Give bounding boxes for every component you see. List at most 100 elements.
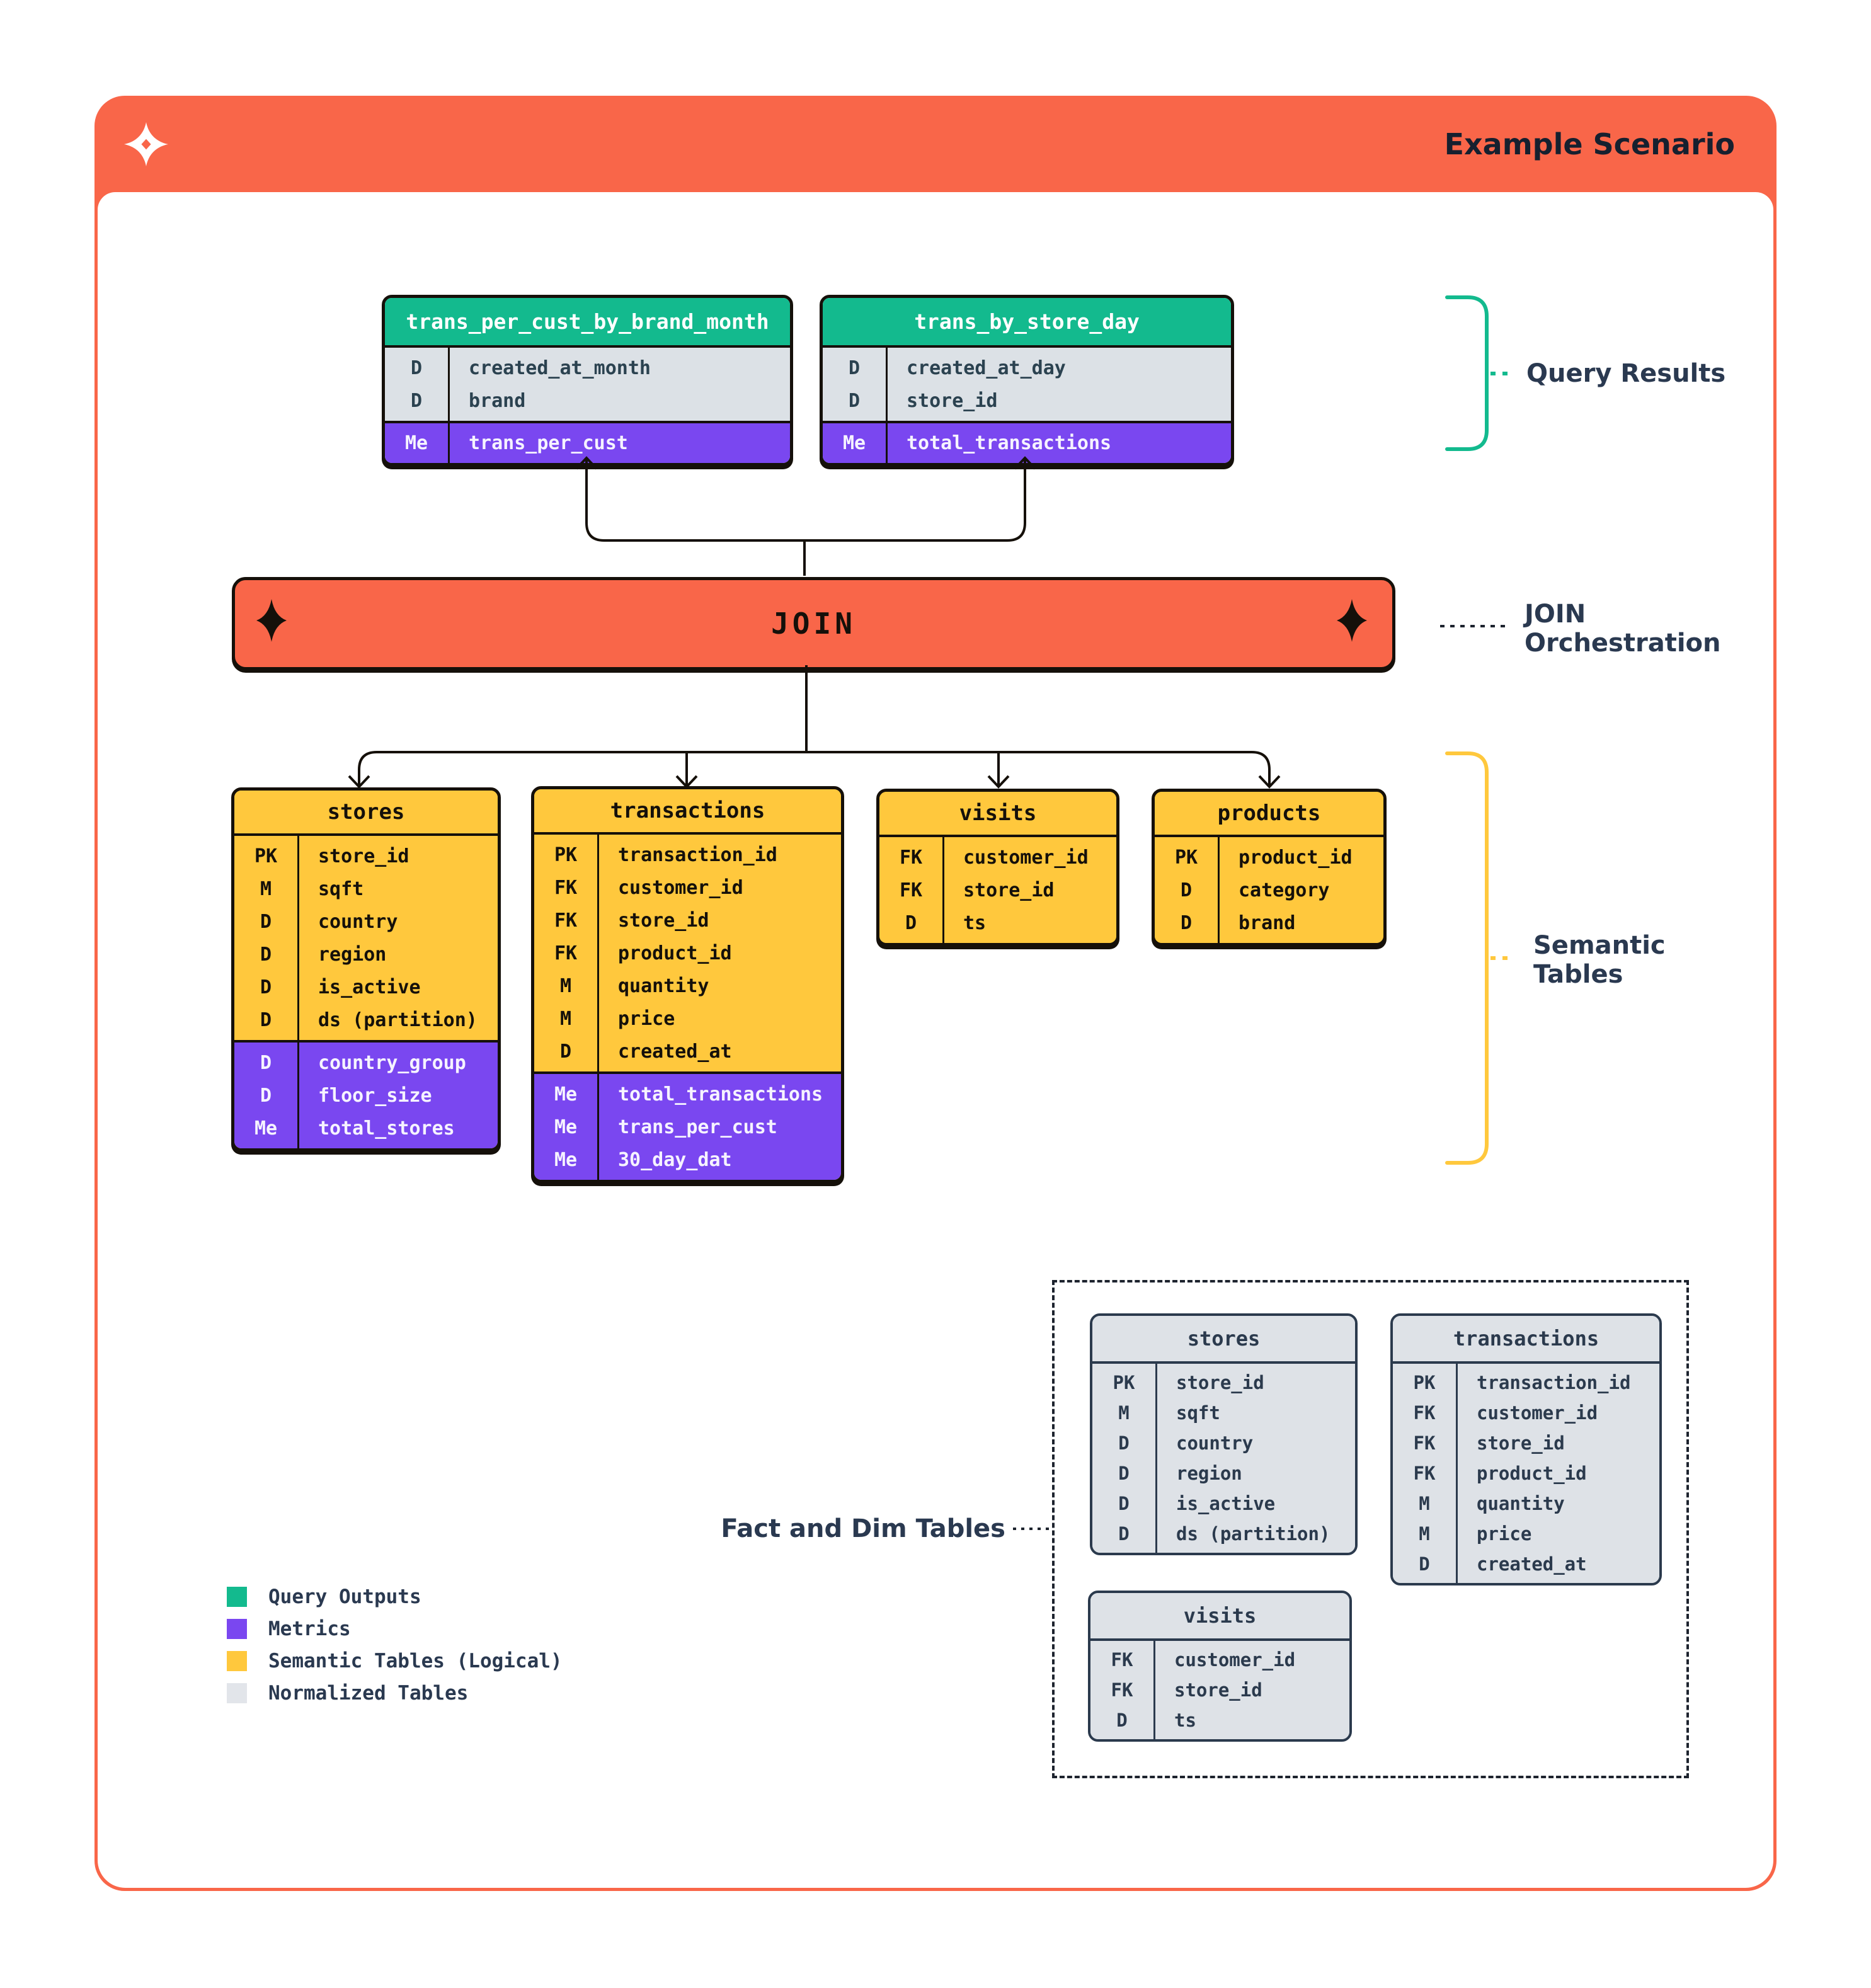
column-name: created_at <box>618 1040 732 1063</box>
column-name: region <box>318 943 387 966</box>
key-badge: M <box>260 877 272 900</box>
key-badge: Me <box>554 1116 578 1138</box>
key-badge: D <box>1180 879 1193 901</box>
column-name: customer_id <box>963 846 1089 869</box>
key-badge: FK <box>1413 1402 1436 1424</box>
key-badge: FK <box>1111 1679 1133 1701</box>
table-title: transactions <box>1393 1316 1659 1364</box>
column-name: product_id <box>618 942 732 964</box>
table-row: FK customer_id <box>879 841 1116 874</box>
legend-item: Semantic Tables (Logical) <box>227 1650 563 1672</box>
column-name: created_at_day <box>907 357 1066 379</box>
column-name: ts <box>1174 1710 1196 1731</box>
column-name: ds (partition) <box>318 1008 478 1031</box>
column-name: region <box>1176 1463 1242 1484</box>
key-badge: FK <box>554 942 578 964</box>
legend-label: Semantic Tables (Logical) <box>268 1650 563 1672</box>
key-badge: D <box>1180 911 1193 934</box>
semantic-tables-label-line1: Semantic <box>1533 931 1666 960</box>
column-name: transaction_id <box>1477 1372 1631 1393</box>
key-badge: M <box>559 974 572 997</box>
column-name: 30_day_dat <box>618 1148 732 1171</box>
column-name: category <box>1239 879 1330 901</box>
table-title: visits <box>879 792 1116 837</box>
column-name: brand <box>469 389 526 412</box>
semantic-tables-label: Semantic Tables <box>1533 931 1666 989</box>
column-name: trans_per_cust <box>618 1116 777 1138</box>
column-name: country <box>318 910 398 933</box>
key-column-divider <box>1153 1641 1155 1739</box>
metrics-swatch-icon <box>227 1619 247 1639</box>
column-name: transaction_id <box>618 843 777 866</box>
join-orchestration-label-line1: JOIN <box>1525 600 1586 629</box>
key-badge: PK <box>554 843 578 866</box>
key-badge: FK <box>1413 1432 1436 1454</box>
column-name: quantity <box>1477 1493 1565 1514</box>
table-title: stores <box>234 791 498 836</box>
key-badge: M <box>1419 1523 1430 1545</box>
legend-item: Metrics <box>227 1618 563 1640</box>
join-orchestration-label: JOIN Orchestration <box>1525 600 1720 658</box>
column-name: ts <box>963 911 987 934</box>
table-title: stores <box>1092 1316 1355 1364</box>
table-row: PK transaction_id <box>534 838 841 871</box>
key-badge: D <box>1118 1432 1130 1454</box>
dagster-star-icon <box>124 122 168 166</box>
column-name: store_id <box>1176 1372 1264 1393</box>
key-badge: D <box>905 911 917 934</box>
table-title: trans_by_store_day <box>823 298 1231 348</box>
column-name: price <box>618 1007 675 1030</box>
column-name: is_active <box>1176 1493 1276 1514</box>
key-badge: PK <box>1174 846 1198 869</box>
column-name: floor_size <box>318 1084 432 1107</box>
key-badge: FK <box>899 846 923 869</box>
key-badge: PK <box>1413 1372 1436 1393</box>
key-badge: FK <box>899 879 923 901</box>
key-badge: D <box>260 1084 272 1107</box>
semantic-tables-label-line2: Tables <box>1533 960 1623 989</box>
column-name: store_id <box>318 845 409 867</box>
page-title: Example Scenario <box>1444 127 1735 161</box>
query-results-label: Query Results <box>1526 359 1726 388</box>
column-name: store_id <box>618 909 709 932</box>
column-name: total_transactions <box>618 1083 823 1105</box>
key-column-divider <box>297 836 299 1148</box>
column-name: ds (partition) <box>1176 1523 1330 1545</box>
column-name: created_at <box>1477 1553 1587 1575</box>
key-badge: D <box>260 910 272 933</box>
normalized-tables-swatch-icon <box>227 1683 247 1703</box>
column-name: total_stores <box>318 1117 455 1140</box>
key-column-divider <box>597 835 599 1180</box>
column-name: country_group <box>318 1051 466 1074</box>
